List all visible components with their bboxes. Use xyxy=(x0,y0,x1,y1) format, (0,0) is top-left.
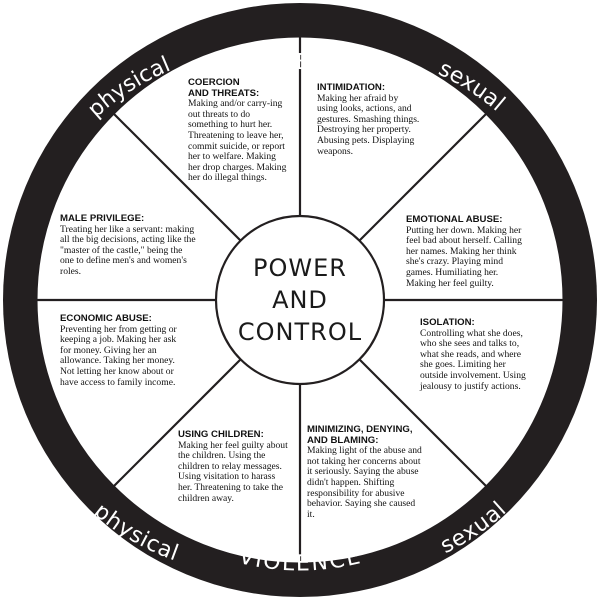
segment-title: AND THREATS: xyxy=(188,87,260,99)
segment-body: Making light of the abuse and not taking… xyxy=(307,445,422,520)
segment-title: COERCION xyxy=(188,77,240,88)
segment-body: Making her feel guilty about the childre… xyxy=(178,439,288,504)
spoke-northeast xyxy=(358,113,487,242)
segment-minimizing-denying-blaming: MINIMIZING, DENYING, AND BLAMING: Making… xyxy=(307,424,425,520)
segment-title: MALE PRIVILEGE: xyxy=(60,213,145,224)
segment-title: EMOTIONAL ABUSE: xyxy=(406,214,503,225)
segment-title: USING CHILDREN: xyxy=(178,429,264,440)
segment-body: Treating her like a servant: making all … xyxy=(60,223,196,277)
segment-male-privilege: MALE PRIVILEGE: Treating her like a serv… xyxy=(60,213,196,278)
segment-coercion-and-threats: COERCION AND THREATS: Making and/or carr… xyxy=(188,77,290,184)
segment-using-children: USING CHILDREN: Making her feel guilty a… xyxy=(178,429,288,504)
spoke-southwest xyxy=(113,358,242,487)
segment-title: INTIMIDATION: xyxy=(317,82,386,93)
center-line-and: AND xyxy=(272,286,328,314)
spoke-southeast xyxy=(358,358,487,487)
center-line-control: CONTROL xyxy=(238,318,362,346)
segment-title: AND BLAMING: xyxy=(307,434,379,446)
segment-title: ISOLATION: xyxy=(420,317,475,328)
spokes xyxy=(37,37,563,563)
segment-body: Making her afraid by using looks, action… xyxy=(317,92,420,157)
segment-body: Making and/or carry-ing out threats to d… xyxy=(188,98,287,184)
segment-body: Controlling what she does, who she sees … xyxy=(420,327,526,392)
segment-title: ECONOMIC ABUSE: xyxy=(60,313,152,324)
spoke-northwest xyxy=(113,113,242,242)
segment-title: MINIMIZING, DENYING, xyxy=(307,424,413,435)
segment-economic-abuse: ECONOMIC ABUSE: Preventing her from gett… xyxy=(60,313,188,388)
segment-isolation: ISOLATION: Controlling what she does, wh… xyxy=(420,317,534,392)
segment-body: Putting her down. Making her feel bad ab… xyxy=(406,224,522,289)
center-line-power: POWER xyxy=(253,254,347,282)
segment-emotional-abuse: EMOTIONAL ABUSE: Putting her down. Makin… xyxy=(406,214,524,289)
segment-intimidation: INTIMIDATION: Making her afraid by using… xyxy=(317,82,421,157)
segment-body: Preventing her from getting or keeping a… xyxy=(60,323,177,388)
center-hub xyxy=(214,214,386,386)
